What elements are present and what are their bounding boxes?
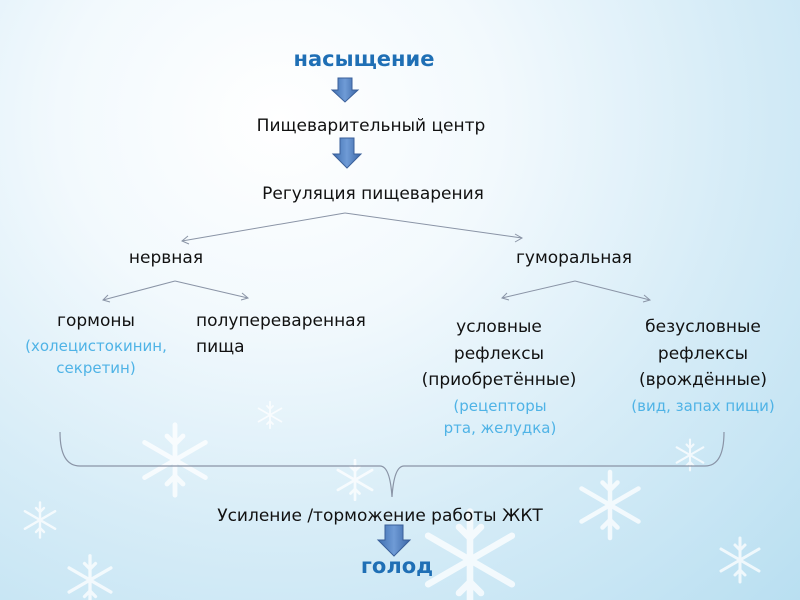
branch-arrows (102, 212, 652, 303)
hormones-detail-line1: (холецистокинин, (25, 337, 167, 355)
semi-digested-food-line2: пища (196, 337, 245, 357)
digestive-center-label: Пищеварительный центр (256, 116, 486, 136)
humoral-regulation-label: гуморальная (515, 248, 633, 268)
unconditioned-reflexes-line2: рефлексы (657, 344, 749, 364)
conditioned-detail-line2: рта, желудка) (443, 419, 557, 437)
conditioned-detail-line1: (рецепторы (453, 397, 547, 415)
hormones-detail-line2: секретин) (56, 359, 136, 377)
arrow-down-icon (376, 524, 412, 557)
hunger-label: голод (360, 554, 434, 578)
satiety-label: насыщение (293, 47, 435, 71)
unconditioned-reflexes-line1: безусловные (645, 317, 761, 337)
unconditioned-reflexes-line3: (врождённые) (638, 370, 768, 390)
conditioned-reflexes-line1: условные (456, 317, 542, 337)
conditioned-reflexes-line3: (приобретённые) (421, 370, 577, 390)
arrow-down-icon (331, 137, 363, 169)
unconditioned-detail: (вид, запах пищи) (631, 397, 775, 415)
digestion-regulation-label: Регуляция пищеварения (262, 184, 484, 204)
conditioned-reflexes-line2: рефлексы (453, 344, 545, 364)
brace (59, 431, 725, 498)
semi-digested-food-line1: полупереваренная (196, 311, 366, 331)
arrow-down-icon (330, 77, 360, 103)
gi-tract-result-label: Усиление /торможение работы ЖКТ (217, 506, 543, 526)
hormones-label: гормоны (57, 311, 135, 331)
nervous-regulation-label: нервная (128, 248, 204, 268)
